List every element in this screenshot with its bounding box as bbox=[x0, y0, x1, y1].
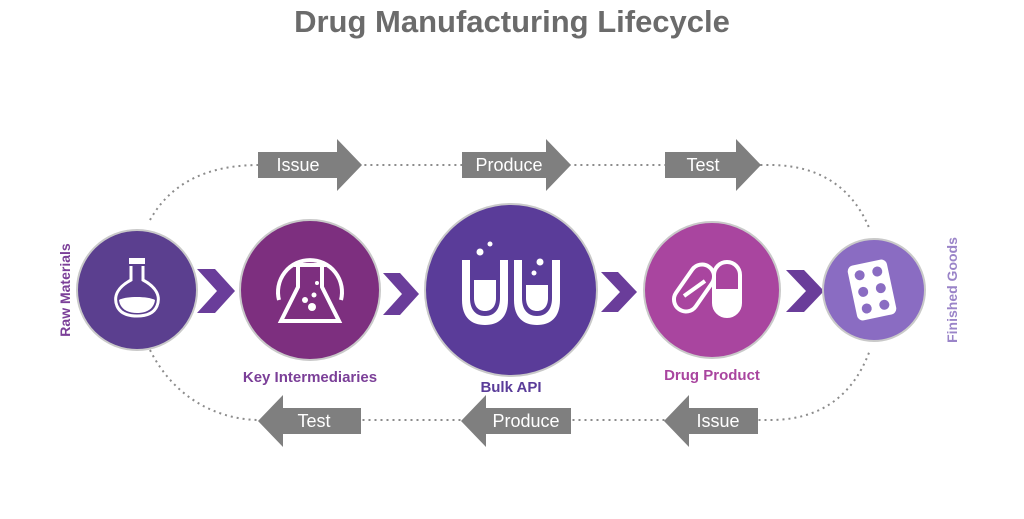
stage-drug-product bbox=[643, 221, 781, 359]
chevron-2 bbox=[383, 273, 419, 315]
chevron-3 bbox=[601, 272, 637, 312]
stage-raw-materials bbox=[76, 229, 198, 351]
pill-blister-icon bbox=[847, 259, 897, 321]
page-title: Drug Manufacturing Lifecycle bbox=[294, 4, 730, 39]
chevron-4 bbox=[786, 270, 824, 312]
bottom-arrow-issue-label: Issue bbox=[696, 411, 739, 431]
top-arrow-test-label: Test bbox=[686, 155, 719, 175]
bottom-arrow-test: Test bbox=[258, 395, 361, 447]
stage-label-raw-materials: Raw Materials bbox=[57, 243, 73, 337]
bottom-arrow-produce: Produce bbox=[461, 395, 571, 447]
stage-label-bulk-api: Bulk API bbox=[480, 379, 541, 396]
top-arrow-issue-label: Issue bbox=[276, 155, 319, 175]
capsules-icon bbox=[671, 260, 742, 318]
top-arrow-test: Test bbox=[665, 139, 761, 191]
bottom-arrow-test-label: Test bbox=[297, 411, 330, 431]
stage-label-drug-product: Drug Product bbox=[664, 367, 760, 384]
flask-icon bbox=[114, 258, 160, 318]
stage-key-intermediaries bbox=[239, 219, 381, 361]
top-arrow-issue: Issue bbox=[258, 139, 362, 191]
test-tubes-icon bbox=[462, 241, 560, 325]
stage-label-finished-goods: Finished Goods bbox=[944, 237, 960, 343]
top-arrow-produce-label: Produce bbox=[475, 155, 542, 175]
bottom-arrow-produce-label: Produce bbox=[492, 411, 559, 431]
lab-beaker-icon bbox=[276, 258, 344, 323]
top-arrow-produce: Produce bbox=[462, 139, 571, 191]
stage-finished-goods bbox=[822, 238, 926, 342]
chevron-1 bbox=[197, 269, 235, 313]
stage-label-key-intermediaries: Key Intermediaries bbox=[243, 369, 377, 386]
bubbles-icon bbox=[302, 281, 319, 311]
bottom-arrow-issue: Issue bbox=[664, 395, 758, 447]
stage-bulk-api bbox=[424, 203, 598, 377]
